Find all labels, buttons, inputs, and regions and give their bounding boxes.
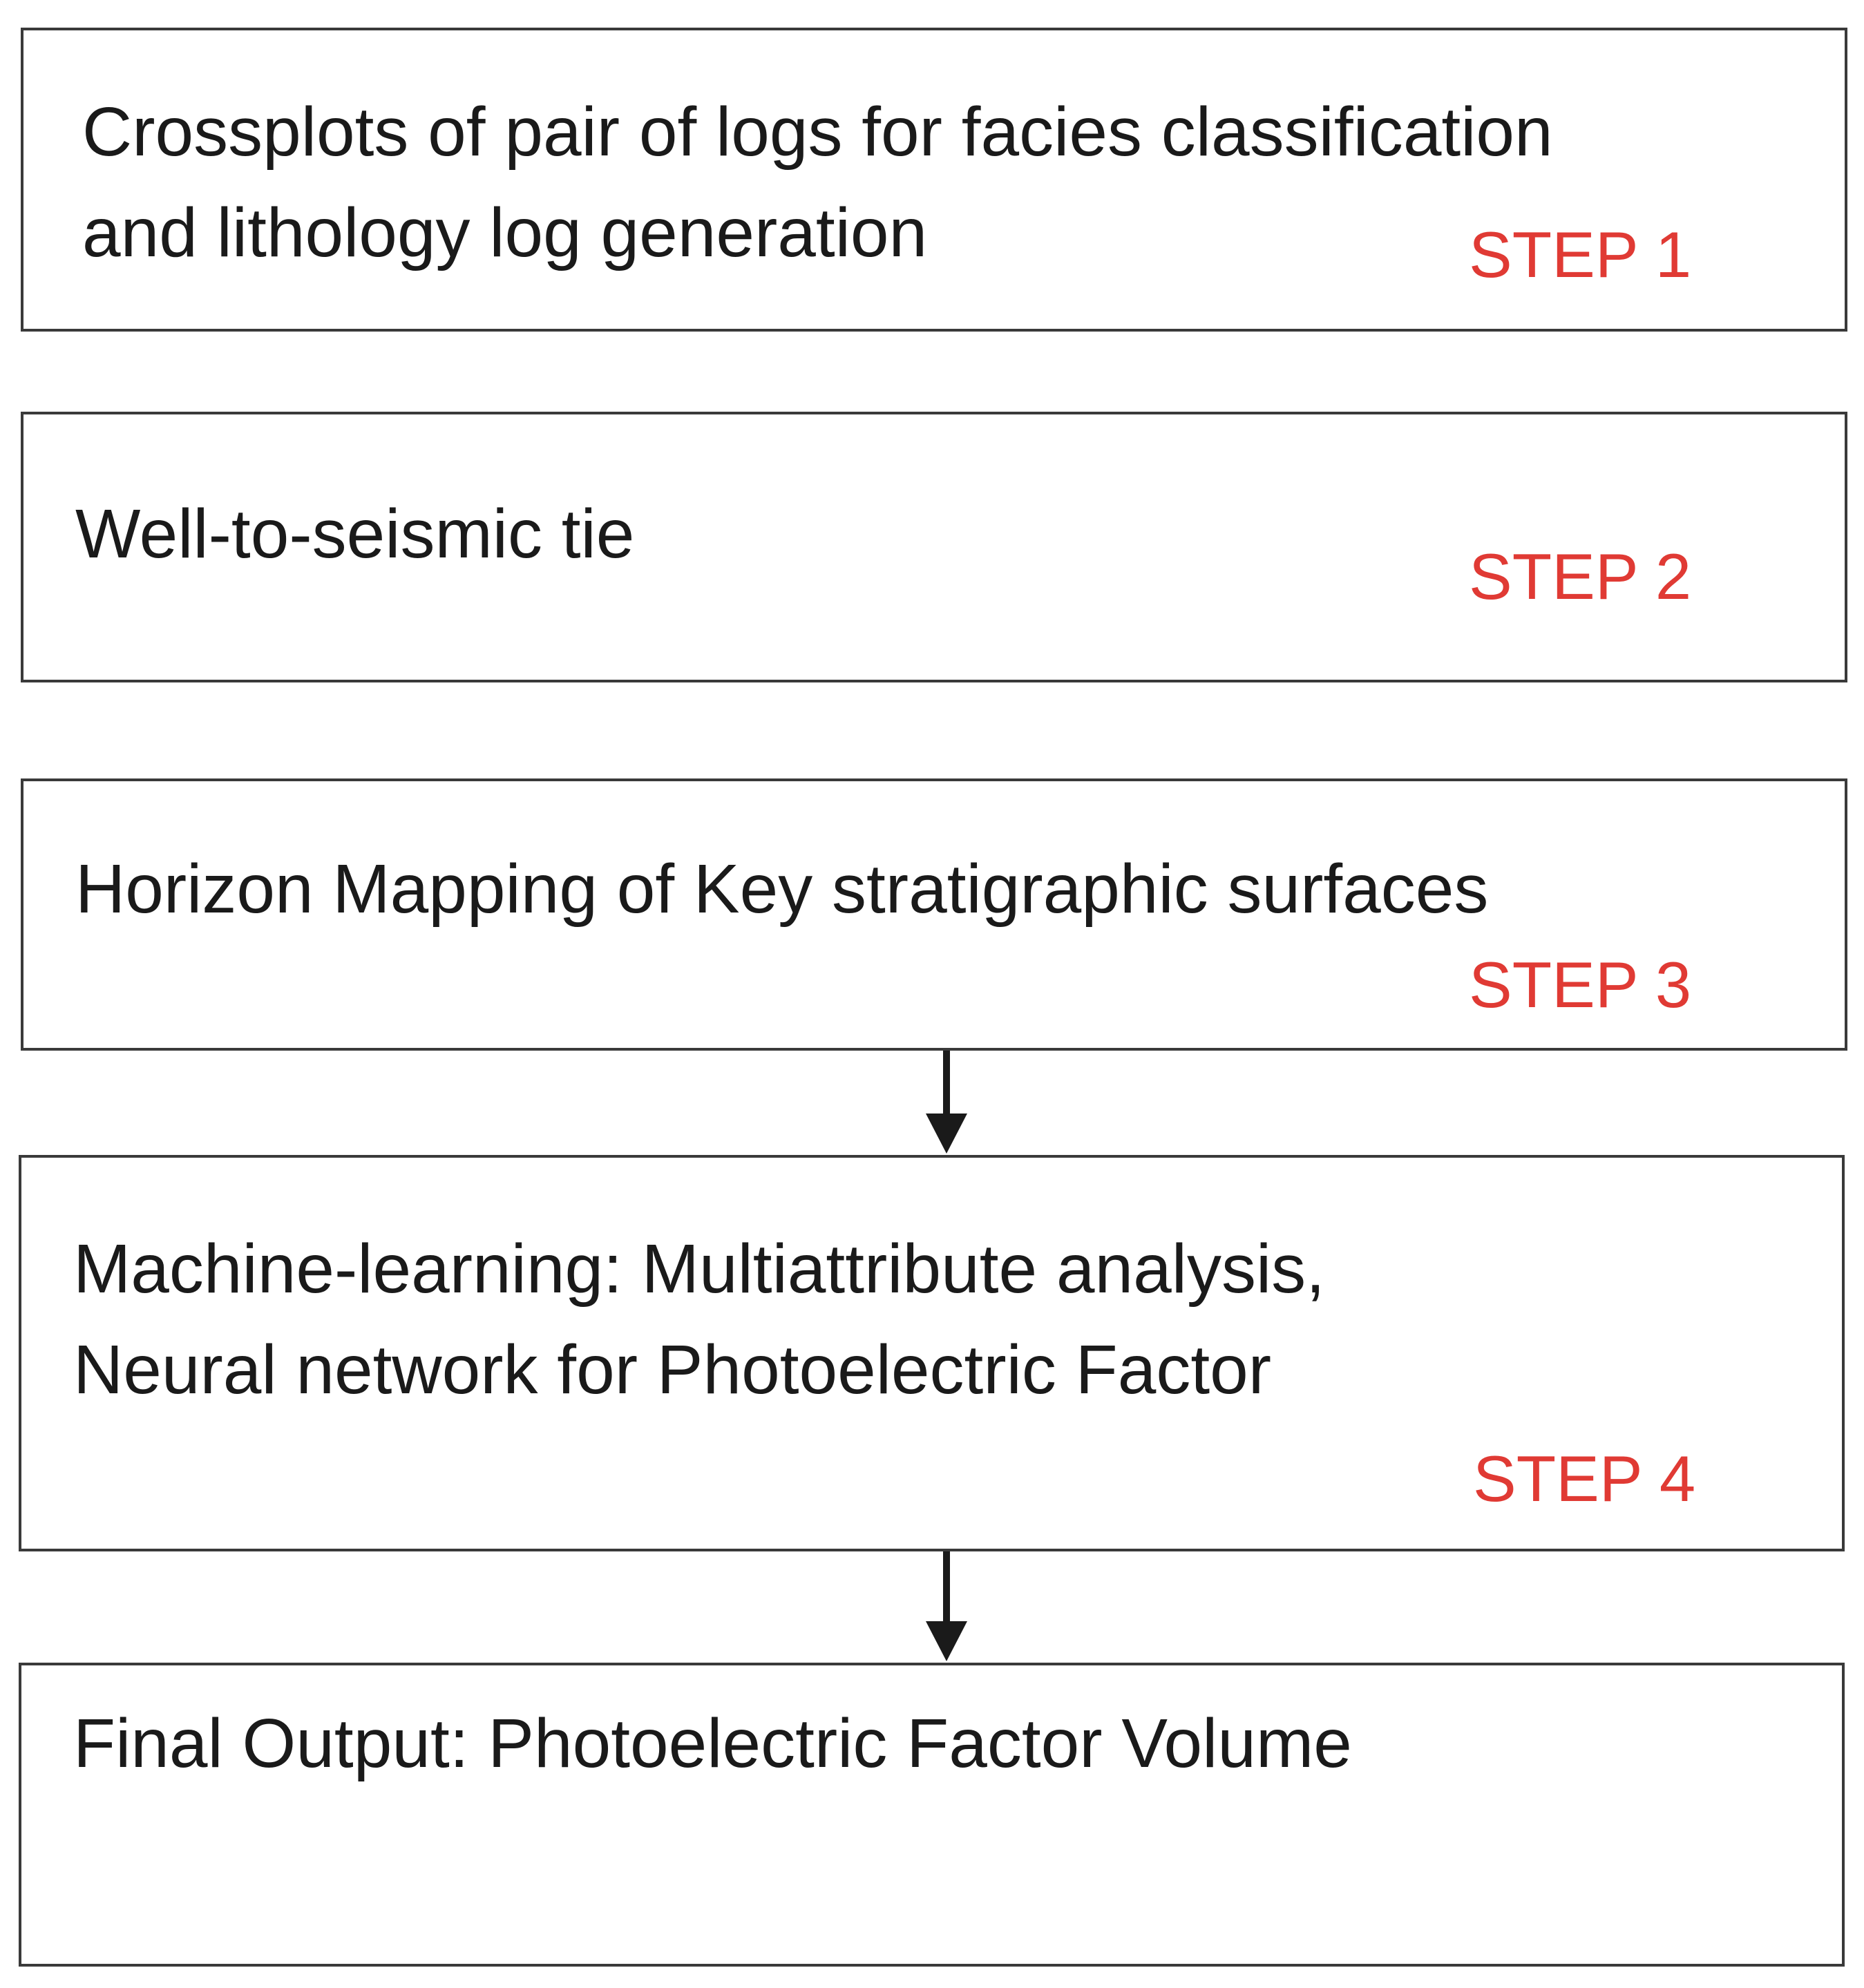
step3-text-line1: Horizon Mapping of Key stratigraphic sur… — [75, 850, 1489, 928]
step1-box: Crossplots of pair of logs for facies cl… — [21, 28, 1847, 332]
step3-text: Horizon Mapping of Key stratigraphic sur… — [75, 839, 1488, 939]
step4-label: STEP 4 — [1473, 1442, 1696, 1515]
step4-text-line2: Neural network for Photoelectric Factor — [73, 1331, 1272, 1408]
step1-text-line1: Crossplots of pair of logs for facies cl… — [82, 93, 1553, 171]
arrow-step4-to-final — [926, 1551, 967, 1661]
step2-label: STEP 2 — [1469, 540, 1692, 613]
step1-text-line2: and lithology log generation — [82, 194, 928, 271]
arrow-step4-to-final-head — [926, 1621, 967, 1661]
final-output-box: Final Output: Photoelectric Factor Volum… — [19, 1663, 1845, 1967]
step3-label: STEP 3 — [1469, 948, 1692, 1021]
final-output-text-line1: Final Output: Photoelectric Factor Volum… — [73, 1705, 1352, 1782]
final-output-text: Final Output: Photoelectric Factor Volum… — [73, 1693, 1352, 1794]
step1-label: STEP 1 — [1469, 218, 1692, 291]
step3-box: Horizon Mapping of Key stratigraphic sur… — [21, 778, 1847, 1051]
step4-text-line1: Machine-learning: Multiattribute analysi… — [73, 1230, 1325, 1308]
step2-box: Well-to-seismic tie STEP 2 — [21, 412, 1847, 682]
step4-text: Machine-learning: Multiattribute analysi… — [73, 1218, 1325, 1420]
step2-text-line1: Well-to-seismic tie — [75, 495, 635, 573]
step4-box: Machine-learning: Multiattribute analysi… — [19, 1155, 1845, 1551]
step1-text: Crossplots of pair of logs for facies cl… — [82, 82, 1553, 283]
arrow-step3-to-step4 — [926, 1051, 967, 1154]
step2-text: Well-to-seismic tie — [75, 484, 634, 584]
arrow-step3-to-step4-head — [926, 1114, 967, 1154]
